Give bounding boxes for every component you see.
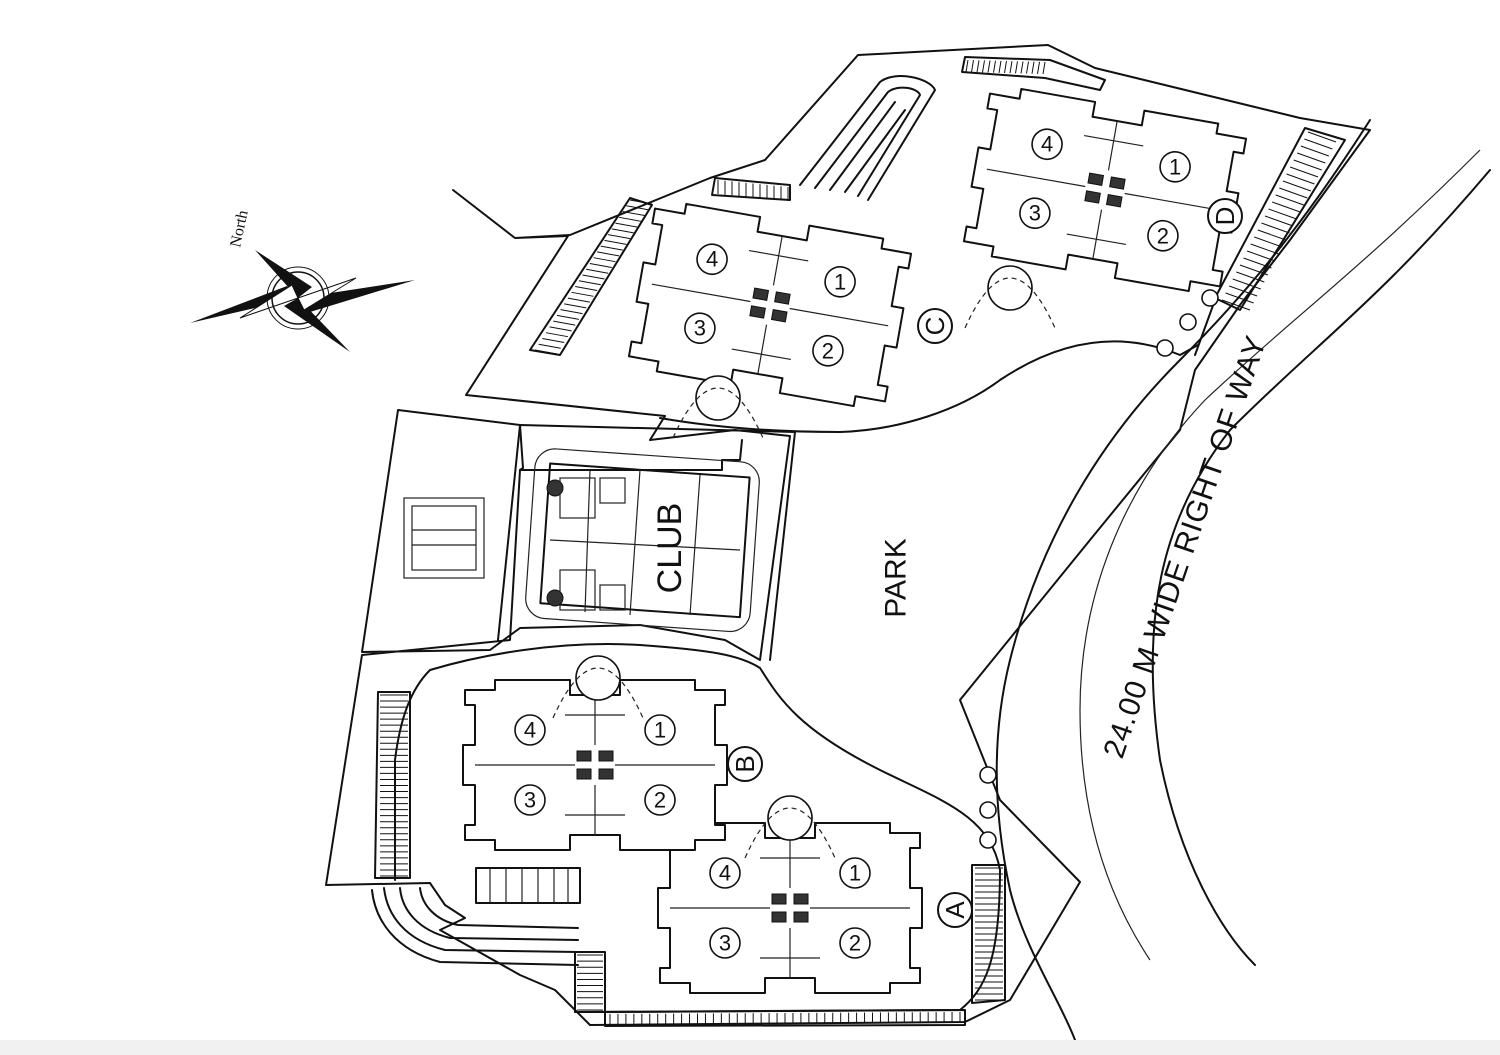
road-label: 24.00 M WIDE RIGHT OF WAY <box>1097 331 1273 762</box>
flat-marker-3 <box>1019 197 1051 229</box>
drop-off-circle <box>767 795 813 841</box>
flat-number-1: 1 <box>654 718 666 743</box>
parking-hatch-west-b <box>380 694 408 877</box>
lift-core <box>1087 172 1105 186</box>
flat-number-1: 1 <box>834 269 846 294</box>
flat-marker-4 <box>514 714 546 746</box>
parking-strip-south <box>574 951 966 1027</box>
parking-strip-north <box>961 56 1106 91</box>
parking-hatch-top-c <box>717 180 789 201</box>
park-label: PARK <box>880 538 913 617</box>
lift-core <box>793 911 809 923</box>
lift-core <box>771 893 787 905</box>
parking-strip-west-b <box>374 691 411 879</box>
parking-hatch-south-long <box>609 1012 961 1025</box>
flat-marker-1 <box>644 714 676 746</box>
lift-core <box>576 750 592 762</box>
tower-c: 1 2 3 4 <box>627 202 913 408</box>
flat-marker-4 <box>709 857 741 889</box>
drop-off-circle <box>575 655 621 701</box>
lift-core <box>752 287 770 301</box>
tower-letter-c: C <box>920 317 950 336</box>
parking-hatch-a <box>975 867 1003 1001</box>
lift-core <box>1109 176 1126 190</box>
flat-marker-3 <box>514 784 546 816</box>
flat-marker-3 <box>684 312 716 344</box>
tower-a: 1 2 3 4 <box>657 822 923 994</box>
flat-marker-2 <box>812 334 844 367</box>
flat-number-2: 2 <box>822 338 834 363</box>
flat-number-4: 4 <box>706 247 718 272</box>
lift-core <box>770 309 788 323</box>
parking-strip-top-c <box>711 177 791 201</box>
tower-outline <box>627 202 913 408</box>
flat-marker-1 <box>824 266 856 298</box>
parking-strip-a <box>971 864 1006 1004</box>
lift-core <box>576 768 592 780</box>
flat-marker-4 <box>696 243 728 276</box>
flat-number-2: 2 <box>849 931 861 956</box>
north-arrow-icon <box>190 250 415 352</box>
flat-marker-1 <box>839 857 871 889</box>
tower-outline <box>962 87 1248 293</box>
tower-letter-a: A <box>940 901 970 919</box>
club-label: CLUB <box>651 503 689 594</box>
flat-number-4: 4 <box>524 718 536 743</box>
flat-marker-2 <box>644 784 676 816</box>
flat-marker-2 <box>1147 219 1179 252</box>
lift-core <box>1084 190 1101 204</box>
flat-number-1: 1 <box>1169 154 1181 179</box>
lift-core <box>793 893 809 905</box>
lift-core <box>598 750 614 762</box>
gate-markers <box>979 289 1219 849</box>
flat-number-3: 3 <box>719 931 731 956</box>
right-of-way-edge-outer <box>995 119 1371 1041</box>
tower-letter-marker <box>1207 198 1243 234</box>
flat-number-2: 2 <box>654 788 666 813</box>
flat-marker-1 <box>1159 151 1191 183</box>
drop-off-circle <box>695 375 741 421</box>
parking-strip-west-c <box>529 197 653 356</box>
north-label: North <box>227 209 251 249</box>
lift-core <box>598 768 614 780</box>
lift-core <box>771 911 787 923</box>
tower-letter-marker <box>937 892 973 928</box>
flat-marker-3 <box>709 927 741 959</box>
flat-marker-4 <box>1031 128 1063 161</box>
tower-d: 1 2 3 4 <box>962 87 1248 293</box>
tower-letter-marker <box>727 746 763 782</box>
flat-marker-2 <box>839 927 871 959</box>
flat-number-3: 3 <box>1029 201 1041 226</box>
parking-hatch-south <box>577 954 603 1011</box>
ramp-north <box>799 75 936 201</box>
tower-letter-d: D <box>1210 207 1240 226</box>
flat-number-2: 2 <box>1157 223 1169 248</box>
parking-hatch-west-c <box>534 199 653 355</box>
club-building <box>403 424 796 661</box>
tower-b: 1 2 3 4 <box>462 679 728 851</box>
ramp-south <box>371 887 579 966</box>
parking-hatch-east <box>1221 131 1337 311</box>
lift-core <box>1105 194 1123 208</box>
drop-off-circle <box>987 265 1033 311</box>
parking-grid-a <box>475 867 581 904</box>
lift-core <box>749 305 766 319</box>
flat-number-3: 3 <box>524 788 536 813</box>
tower-letter-b: B <box>730 755 760 772</box>
flat-number-1: 1 <box>849 861 861 886</box>
flat-number-4: 4 <box>1041 132 1053 157</box>
right-of-way-edge-inner <box>1151 169 1491 966</box>
tower-letter-marker <box>917 308 953 344</box>
page-footer-strip <box>0 1040 1500 1055</box>
flat-number-3: 3 <box>694 316 706 341</box>
lift-core <box>774 291 791 305</box>
flat-number-4: 4 <box>719 861 731 886</box>
parking-hatch-north <box>965 59 1046 75</box>
parking-strip-east <box>1214 127 1346 311</box>
